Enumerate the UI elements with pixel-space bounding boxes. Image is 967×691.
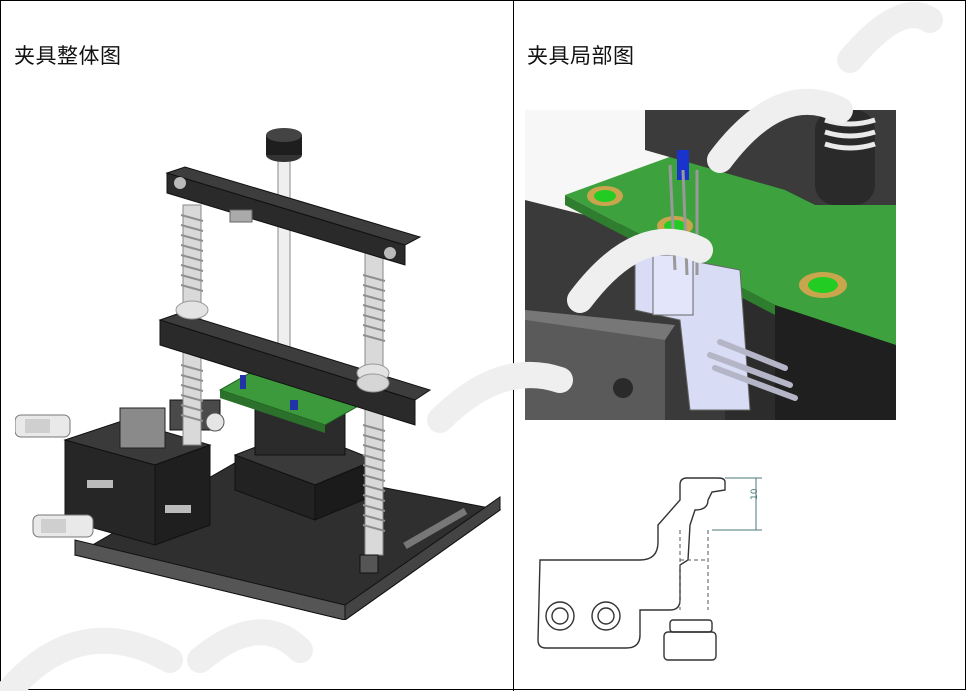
bracket-line-drawing — [537, 477, 762, 661]
fixture-detail-image — [525, 110, 896, 420]
center-rod — [277, 159, 291, 351]
dimension-label: 10 — [750, 488, 760, 500]
left-caption: 夹具整体图 — [14, 44, 122, 68]
micrometer-left — [15, 414, 71, 438]
dimension-annotation — [712, 477, 762, 531]
right-caption: 夹具局部图 — [527, 44, 635, 68]
fixture-overall-image — [15, 128, 502, 620]
blue-pin — [677, 150, 689, 180]
bracket-outline — [537, 477, 726, 649]
column-divider — [513, 0, 514, 691]
micrometer-front — [32, 514, 94, 538]
knob — [266, 128, 302, 162]
